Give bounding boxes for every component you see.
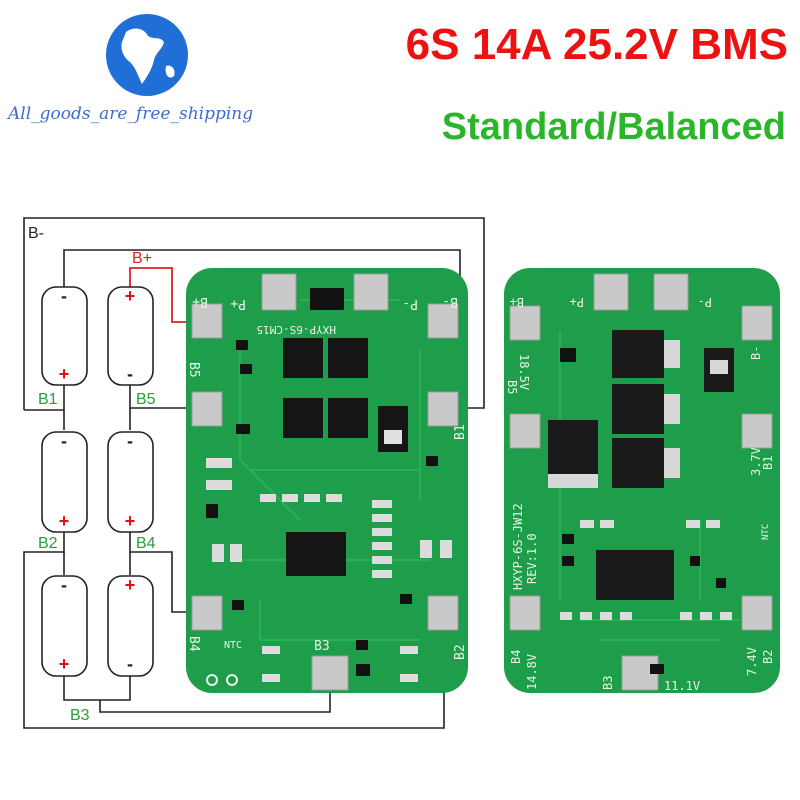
battery-cells [41, 286, 154, 677]
silk-std-ntc: NTC [224, 640, 242, 651]
cell-4 [107, 431, 154, 533]
cell-5-minus: - [61, 575, 67, 595]
silk-bal-b4-voltage: 14.8V [525, 654, 539, 690]
silk-std-pminus: P- [402, 296, 418, 311]
label-b5: B5 [136, 391, 156, 408]
silk-bal-b5: B5 [505, 380, 519, 394]
bms-board-standard: B+ P+ P- B- B5 B1 B4 B2 B3 NTC HXYP-6S-C… [186, 268, 468, 693]
cell-5-plus: + [59, 654, 70, 674]
cell-3 [41, 431, 88, 533]
label-b1: B1 [38, 391, 58, 408]
cell-1 [41, 286, 88, 386]
label-bminus: B- [28, 225, 44, 242]
cell-1-plus: + [59, 364, 70, 384]
silk-std-pplus: P+ [230, 296, 246, 311]
label-b2: B2 [38, 535, 58, 552]
silk-std-model: HXYP-6S-CM15 [257, 323, 336, 336]
cell-6-minus: - [127, 654, 133, 674]
cell-6 [107, 575, 154, 677]
bms-board-balanced: B+ P+ P- B- B5 18.5V B1 3.7V HXYP-6S-JW1… [504, 268, 780, 693]
store-caption: All_goods_are_free_shipping [8, 104, 254, 124]
silk-bal-b4: B4 [509, 650, 523, 664]
silk-bal-b3: B3 [601, 676, 615, 690]
silk-bal-bminus: B- [749, 346, 763, 360]
cell-1-minus: - [61, 286, 67, 306]
store-logo-globe [104, 12, 190, 98]
silk-std-b2: B2 [453, 644, 468, 660]
silk-bal-b5-voltage: 18.5V [517, 354, 531, 390]
cell-2-plus: + [125, 286, 136, 306]
silk-bal-b1: B1 [761, 456, 775, 470]
product-subtitle: Standard/Balanced [441, 106, 786, 148]
cell-4-minus: - [127, 431, 133, 451]
silk-bal-pplus: P+ [570, 295, 584, 309]
silk-std-bminus: B- [442, 294, 458, 309]
silk-bal-ntc: NTC [761, 524, 771, 540]
silk-std-b4: B4 [186, 636, 201, 652]
silk-bal-model: HXYP-6S-JW12 [511, 503, 525, 590]
cell-2-minus: - [127, 364, 133, 384]
cell-2 [107, 286, 154, 386]
silk-bal-pminus: P- [698, 295, 712, 309]
cell-3-plus: + [59, 511, 70, 531]
silk-bal-b3-voltage: 11.1V [664, 679, 700, 693]
label-b3: B3 [70, 707, 90, 724]
label-b4: B4 [136, 535, 156, 552]
silk-std-b1: B1 [453, 424, 468, 440]
product-title: 6S 14A 25.2V BMS [405, 20, 788, 69]
cell-3-minus: - [61, 431, 67, 451]
bplus-wire [129, 267, 205, 323]
cell-4-plus: + [125, 511, 136, 531]
cell-6-plus: + [125, 575, 136, 595]
silk-bal-rev: REV:1.0 [525, 533, 539, 584]
silk-bal-b2-voltage: 7.4V [745, 647, 759, 676]
silk-std-b5: B5 [186, 362, 201, 378]
silk-bal-b2: B2 [761, 650, 775, 664]
silk-bal-b1-voltage: 3.7V [749, 447, 763, 476]
label-bplus: B+ [132, 250, 152, 267]
silk-std-b3: B3 [314, 639, 330, 654]
silk-bal-bplus: B+ [510, 295, 524, 309]
cell-5 [41, 575, 88, 677]
silk-std-bplus: B+ [192, 294, 208, 309]
